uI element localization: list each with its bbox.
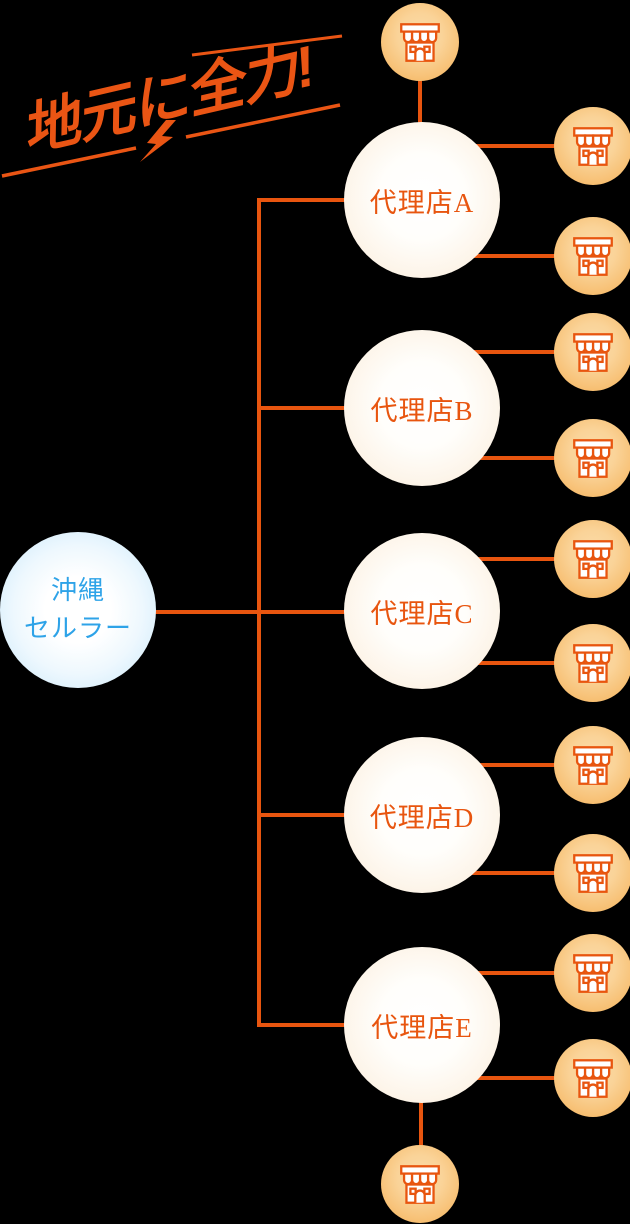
storefront-icon xyxy=(573,333,613,372)
root-label-line1: 沖縄 xyxy=(50,576,105,606)
store-node xyxy=(554,217,630,295)
speedline-underline-left xyxy=(1,146,137,178)
storefront-icon xyxy=(573,237,613,276)
agency-node-d: 代理店D xyxy=(344,737,500,893)
agency-label: 代理店B xyxy=(370,395,474,426)
agency-label: 代理店A xyxy=(369,187,475,218)
slogan: 地元に全力! xyxy=(1,34,343,178)
store-node xyxy=(554,624,630,702)
root-label-line2: セルラー xyxy=(23,614,132,643)
root-label: 沖縄 セルラー xyxy=(24,572,132,647)
agency-node-b: 代理店B xyxy=(344,330,500,486)
store-node xyxy=(554,313,630,391)
storefront-icon xyxy=(573,127,613,166)
speedline-underline-right xyxy=(185,103,341,139)
store-node xyxy=(554,934,630,1012)
store-node xyxy=(554,726,630,804)
agency-node-c: 代理店C xyxy=(344,533,500,689)
storefront-icon xyxy=(573,1059,613,1098)
agency-node-e: 代理店E xyxy=(344,947,500,1103)
storefront-icon xyxy=(573,746,613,785)
store-node xyxy=(554,419,630,497)
store-node xyxy=(554,520,630,598)
storefront-icon xyxy=(573,854,613,893)
storefront-icon xyxy=(573,540,613,579)
agency-label: 代理店D xyxy=(369,802,475,833)
storefront-icon xyxy=(573,644,613,683)
agency-label: 代理店C xyxy=(370,598,474,629)
agency-label: 代理店E xyxy=(371,1012,473,1043)
speedline-top xyxy=(191,34,343,57)
storefront-icon xyxy=(573,439,613,478)
store-node xyxy=(381,1145,459,1223)
store-node xyxy=(554,1039,630,1117)
storefront-icon xyxy=(400,23,440,62)
store-node xyxy=(554,834,630,912)
slogan-text: 地元に全力! xyxy=(15,34,320,163)
lightning-bolt-icon xyxy=(140,120,176,162)
root-node-okinawa-cellular: 沖縄 セルラー xyxy=(0,532,156,688)
store-node xyxy=(554,107,630,185)
storefront-icon xyxy=(400,1165,440,1204)
agency-node-a: 代理店A xyxy=(344,122,500,278)
store-node xyxy=(381,3,459,81)
storefront-icon xyxy=(573,954,613,993)
